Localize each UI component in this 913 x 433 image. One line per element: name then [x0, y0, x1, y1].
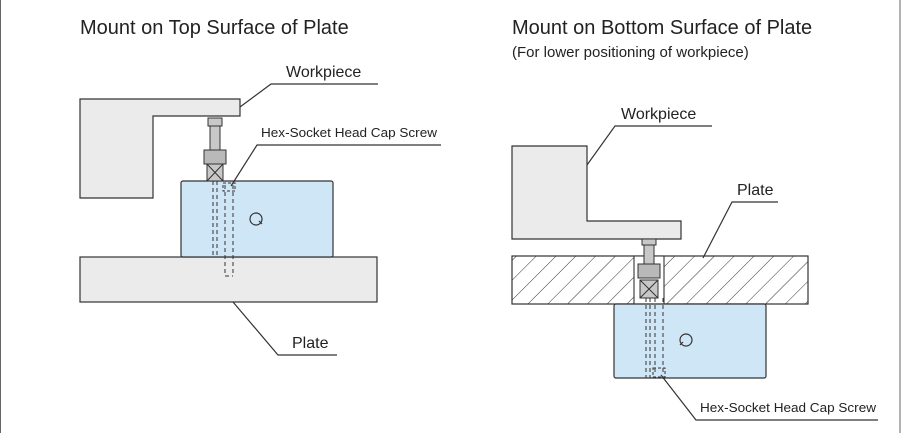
left-panel-title: Mount on Top Surface of Plate — [80, 17, 349, 39]
left-plate-label: Plate — [292, 335, 329, 352]
right-hex-nut — [637, 263, 661, 279]
right-block — [613, 303, 767, 379]
left-block — [180, 180, 334, 258]
left-panel: Mount on Top Surface of Plate Workpiece … — [79, 17, 441, 356]
left-screw-head — [222, 182, 236, 192]
right-panel: Mount on Bottom Surface of Plate (For lo… — [511, 17, 878, 421]
left-workpiece-label: Workpiece — [286, 64, 361, 81]
right-stud — [643, 244, 655, 265]
left-hex-nut — [203, 149, 227, 165]
left-plate-leader — [232, 301, 337, 356]
left-workpiece-leader — [239, 83, 276, 108]
right-screw-label: Hex-Socket Head Cap Screw — [700, 400, 877, 415]
right-panel-subtitle: (For lower positioning of workpiece) — [512, 44, 749, 61]
right-workpiece-label: Workpiece — [621, 106, 696, 123]
right-rest-button — [641, 238, 657, 246]
right-block-port — [679, 333, 693, 347]
left-plate — [79, 256, 378, 303]
left-screw-label: Hex-Socket Head Cap Screw — [261, 125, 438, 140]
left-workpiece — [79, 98, 241, 199]
left-stud — [209, 125, 221, 151]
right-workpiece — [511, 145, 682, 240]
right-screw-head — [652, 367, 666, 378]
right-plate-leader — [702, 201, 778, 259]
right-workpiece-leader — [586, 125, 712, 166]
left-rest-button — [207, 117, 223, 127]
right-screw-leader — [660, 374, 878, 421]
right-panel-title: Mount on Bottom Surface of Plate — [512, 17, 812, 39]
right-plate-label: Plate — [737, 182, 774, 199]
left-screw-leader — [230, 144, 441, 187]
left-block-port — [249, 212, 263, 226]
